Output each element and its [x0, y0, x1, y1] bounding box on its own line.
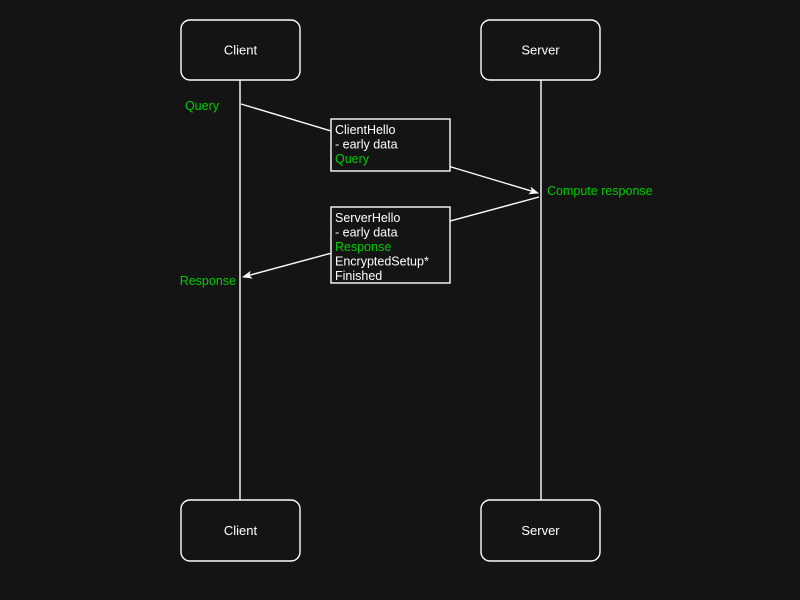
message-note-server-hello[interactable]: ServerHello- early dataResponseEncrypted… — [330, 206, 451, 284]
actor-box-label: Client — [224, 42, 258, 57]
actor-box-shape — [480, 499, 601, 562]
actor-box-shape — [180, 19, 301, 81]
actor-box-server-bottom[interactable]: Server — [480, 499, 601, 562]
message-notes-group: ClientHello- early dataQueryServerHello-… — [330, 118, 451, 284]
actor-box-label: Server — [521, 523, 560, 538]
message-note-line: Response — [335, 240, 391, 254]
message-note-line: Query — [335, 152, 370, 166]
message-note-line: EncryptedSetup* — [335, 255, 429, 269]
lifeline-label-query-label: Query — [185, 99, 220, 113]
actor-box-shape — [180, 499, 301, 562]
message-note-box — [330, 206, 451, 284]
lifeline-label-response-label: Response — [180, 274, 236, 288]
actor-box-client-bottom[interactable]: Client — [180, 499, 301, 562]
actor-box-label: Server — [521, 42, 560, 57]
message-note-line: Finished — [335, 269, 382, 283]
lifelines-group — [239, 80, 542, 500]
lifeline-label-compute-response-label: Compute response — [547, 184, 653, 198]
message-note-line: - early data — [335, 138, 398, 152]
actor-box-server-top[interactable]: Server — [480, 19, 601, 81]
message-note-line: - early data — [335, 226, 398, 240]
message-note-line: ClientHello — [335, 123, 395, 137]
message-note-box — [330, 118, 451, 172]
message-note-line: ServerHello — [335, 211, 400, 225]
actor-box-client-top[interactable]: Client — [180, 19, 301, 81]
actor-box-label: Client — [224, 523, 258, 538]
actor-box-shape — [480, 19, 601, 81]
